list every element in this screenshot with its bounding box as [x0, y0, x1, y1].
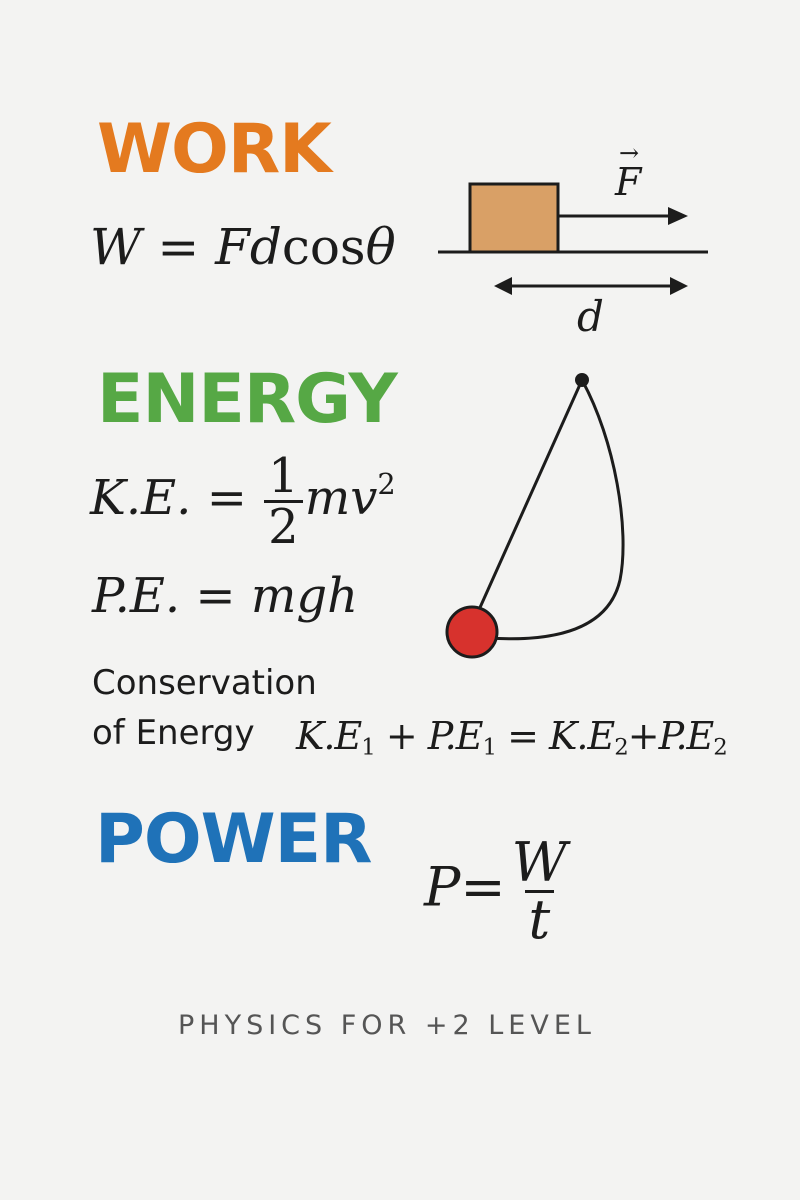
force-arrow-head — [668, 207, 688, 225]
ke-fraction-denominator: 2 — [264, 500, 303, 551]
equals-sign: = — [460, 855, 506, 919]
power-fraction: W t — [508, 836, 572, 947]
power-fraction-numerator: W — [511, 831, 568, 894]
conservation-label: Conservation of Energy — [92, 658, 317, 758]
power-lhs: P — [424, 855, 461, 919]
cons-ke2-sub: 2 — [614, 734, 628, 761]
equals-sign: = — [507, 714, 539, 758]
pendulum-swing-path — [487, 379, 625, 641]
cons-pe2: P.E — [658, 714, 715, 758]
work-heading: WORK — [97, 110, 332, 189]
conservation-equation: K.E1 + P.E1 = K.E2+P.E2 — [296, 714, 728, 761]
footer-caption: PHYSICS FOR +2 LEVEL — [178, 1010, 596, 1041]
ke-fraction-numerator: 1 — [268, 448, 299, 504]
ke-mv: mv — [304, 470, 378, 526]
conservation-label-line1: Conservation — [92, 663, 317, 703]
pe-lhs: P.E. — [92, 568, 181, 624]
work-diagram — [438, 182, 708, 295]
pendulum-bob — [445, 605, 499, 659]
cons-ke2: K.E — [549, 714, 615, 758]
cons-pe1: P.E — [427, 714, 484, 758]
power-formula: P= W t — [424, 836, 573, 947]
kinetic-energy-formula: K.E. = 1 2 mv2 — [90, 452, 396, 551]
ke-exponent: 2 — [377, 466, 396, 501]
pendulum-string — [476, 379, 584, 613]
energy-heading: ENERGY — [97, 360, 398, 439]
plus-sign: + — [627, 714, 660, 758]
block — [468, 182, 560, 254]
power-heading: POWER — [95, 800, 372, 879]
cons-ke1-sub: 1 — [361, 734, 375, 761]
equals-sign: = — [206, 470, 247, 526]
distance-label: d — [577, 292, 604, 341]
conservation-label-line2: of Energy — [92, 713, 255, 753]
cons-pe1-sub: 1 — [482, 734, 496, 761]
cons-ke1: K.E — [296, 714, 362, 758]
distance-arrow-right-head — [670, 277, 688, 295]
distance-arrow-left-head — [494, 277, 512, 295]
force-label: F — [615, 160, 642, 204]
ke-lhs: K.E. — [90, 470, 192, 526]
pe-rhs: mgh — [250, 568, 359, 624]
force-vector-arrow: → — [619, 139, 640, 167]
pendulum-diagram — [445, 373, 625, 659]
potential-energy-formula: P.E. = mgh — [92, 572, 358, 620]
plus-sign: + — [385, 714, 418, 758]
work-formula-fd: Fd — [215, 218, 282, 276]
equals-sign: = — [195, 568, 236, 624]
work-formula-lhs: W — [90, 218, 142, 276]
power-fraction-denominator: t — [524, 890, 555, 947]
work-formula-theta: θ — [365, 218, 396, 276]
cons-pe2-sub: 2 — [713, 734, 727, 761]
equals-sign: = — [157, 218, 200, 276]
work-formula: W = Fdcosθ — [90, 222, 396, 272]
pendulum-pivot — [575, 373, 589, 387]
work-formula-cos: cos — [281, 218, 366, 276]
ke-fraction: 1 2 — [264, 452, 303, 551]
